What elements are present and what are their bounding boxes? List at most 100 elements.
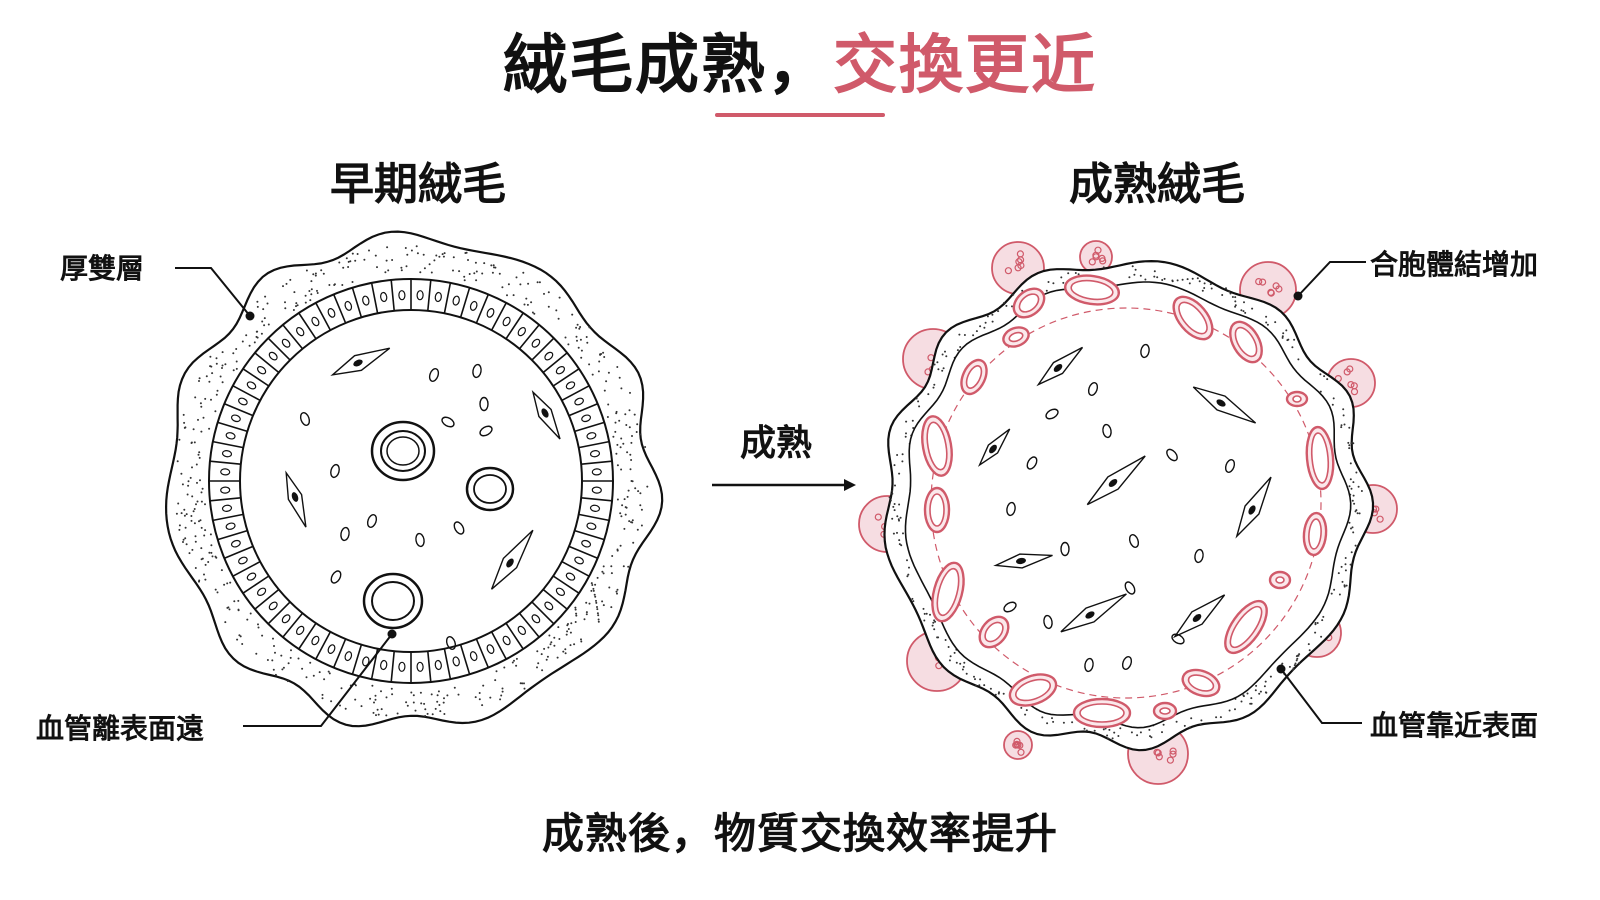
cell-nucleus (555, 587, 566, 597)
cell-nucleus (344, 300, 353, 311)
stipple-dot (936, 636, 939, 639)
stipple-dot (1203, 282, 1206, 285)
stipple-dot (984, 321, 987, 324)
stipple-dot (406, 253, 409, 256)
stipple-dot (630, 480, 633, 482)
stipple-dot (284, 307, 287, 310)
vessel-lumen (1070, 279, 1114, 301)
leader-thick-layer (175, 267, 251, 317)
cell-wall (254, 352, 280, 374)
cell-nucleus (517, 326, 527, 337)
stipple-dot (391, 259, 394, 261)
stipple-dot (316, 289, 318, 292)
stipple-dot (198, 380, 200, 382)
stipple-dot (430, 271, 433, 274)
stipple-dot (196, 500, 199, 503)
stipple-dot (437, 690, 440, 693)
stipple-dot (255, 330, 258, 333)
stipple-dot (478, 692, 481, 694)
stipple-dot (915, 397, 918, 400)
stipple-dot (631, 519, 634, 522)
stroma-nucleus (453, 521, 465, 535)
stipple-dot (1316, 622, 1319, 624)
stipple-dot (1357, 485, 1360, 488)
stipple-dot (452, 269, 454, 272)
stipple-dot (257, 623, 259, 626)
knot-nucleus (1013, 737, 1021, 746)
stipple-dot (1200, 719, 1203, 722)
stipple-dot (257, 626, 260, 629)
stipple-dot (182, 541, 184, 543)
vessel-lumen (1008, 331, 1024, 343)
stipple-dot (601, 600, 604, 603)
stipple-dot (1071, 721, 1074, 724)
stroma-nucleus (1087, 382, 1099, 396)
stipple-dot (991, 320, 994, 323)
stipple-dot (327, 670, 330, 673)
stipple-dot (1150, 736, 1153, 739)
stipple-dot (321, 693, 324, 696)
stipple-dot (556, 656, 559, 659)
stipple-dot (1062, 281, 1065, 284)
stipple-dot (526, 303, 529, 306)
stipple-dot (630, 521, 633, 524)
stipple-dot (310, 293, 313, 296)
stipple-dot (1314, 623, 1317, 626)
stipple-dot (1131, 265, 1134, 268)
stipple-dot (906, 575, 909, 578)
stipple-dot (312, 273, 315, 276)
stipple-dot (183, 514, 186, 517)
stipple-dot (547, 305, 550, 308)
stipple-dot (975, 684, 977, 687)
stipple-dot (1298, 662, 1301, 664)
stipple-dot (249, 612, 252, 615)
stipple-dot (186, 493, 189, 496)
cell-nucleus (591, 486, 602, 494)
cell-wall (578, 440, 610, 449)
stipple-dot (506, 294, 508, 297)
stipple-dot (1107, 737, 1110, 740)
stipple-dot (1254, 689, 1257, 692)
stipple-dot (979, 325, 982, 328)
cell-wall (531, 337, 555, 361)
stipple-dot (342, 266, 345, 269)
stipple-dot (619, 446, 622, 449)
cell-wall (209, 460, 241, 465)
stipple-dot (901, 453, 904, 456)
cell-nucleus (327, 308, 336, 318)
stipple-dot (1347, 441, 1350, 444)
stipple-dot (596, 606, 598, 608)
stipple-dot (1350, 442, 1353, 445)
stipple-dot (266, 659, 269, 661)
knot-nucleus (1267, 289, 1275, 297)
stipple-dot (267, 323, 270, 326)
stipple-dot (898, 519, 900, 522)
stipple-dot (626, 451, 629, 454)
stipple-dot (620, 468, 623, 471)
stipple-dot (1295, 659, 1298, 662)
stipple-dot (591, 373, 594, 376)
stipple-dot (233, 600, 236, 603)
stipple-dot (405, 265, 408, 268)
stipple-dot (932, 621, 935, 624)
stipple-dot (200, 558, 203, 561)
stipple-dot (1060, 276, 1063, 279)
knot-nucleus (1258, 278, 1267, 286)
stroma-nucleus (428, 368, 440, 382)
stipple-dot (896, 515, 899, 518)
stipple-dot (410, 249, 413, 252)
stipple-dot (441, 253, 444, 256)
stipple-dot (975, 330, 978, 333)
cell-nucleus (238, 397, 248, 406)
stipple-dot (193, 522, 196, 525)
stipple-dot (211, 372, 214, 375)
stipple-dot (281, 668, 284, 671)
stipple-dot (1228, 290, 1231, 293)
stroma-nucleus (1140, 343, 1150, 359)
knot-nucleus (1012, 741, 1020, 749)
stipple-dot (190, 441, 193, 444)
cell-nucleus (581, 414, 592, 423)
stipple-dot (1161, 731, 1163, 734)
stipple-dot (1343, 585, 1346, 588)
stipple-dot (498, 272, 501, 275)
